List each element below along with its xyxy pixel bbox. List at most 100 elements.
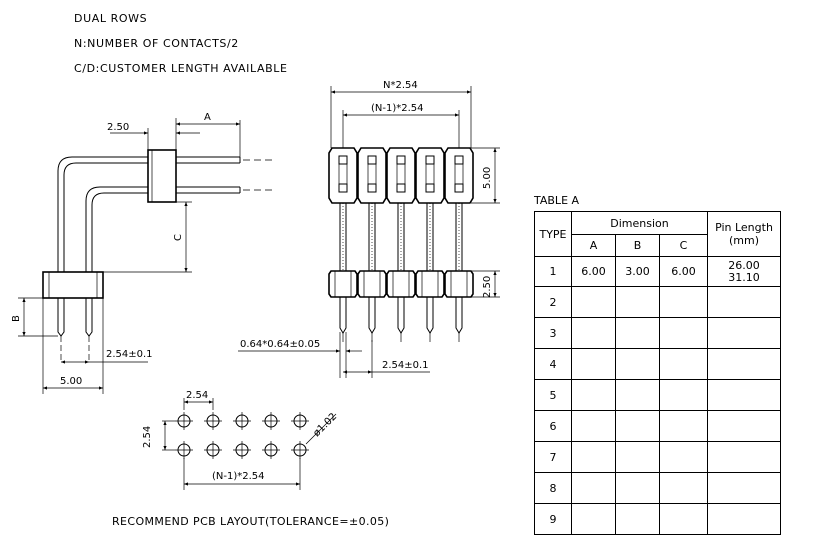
side-dim-b: B [11,315,22,322]
header-pin-length-label: Pin Length [715,221,773,234]
front-dim-500: 5.00 [482,167,493,189]
cell-b [615,348,660,380]
front-pin-square [425,155,435,165]
front-pin-square [396,155,406,165]
front-upper-cell [415,147,445,204]
cell-b [615,503,660,535]
note-number-of-contacts: N:NUMBER OF CONTACTS/2 [74,37,239,50]
side-view: 2.50 A C B 2.54±0.1 5.00 [11,112,275,394]
table-row: 6 [534,410,781,442]
pcb-dim-hole: ø1.02 [311,411,339,439]
table-row: 8 [534,472,781,504]
cell-a [571,317,616,349]
pcb-dim-h: 2.54 [186,390,208,401]
header-dimension: Dimension [571,211,708,235]
cell-pin-length [707,410,781,442]
side-dim-250: 2.50 [107,122,129,133]
cell-c [659,410,708,442]
cell-type: 6 [534,410,572,442]
cell-c: 6.00 [659,256,708,287]
front-upper-cell [386,147,416,204]
cell-type: 2 [534,286,572,318]
cell-b [615,410,660,442]
cell-type: 4 [534,348,572,380]
cell-a: 6.00 [571,256,616,287]
header-pin-length: Pin Length (mm) [707,211,781,257]
front-pin-square [454,155,464,165]
pin-length-value-1: 26.00 [728,258,760,272]
cell-pin-length [707,317,781,349]
cell-b [615,472,660,504]
front-lower-cell [357,270,387,298]
note-customer-length: C/D:CUSTOMER LENGTH AVAILABLE [74,62,288,75]
cell-c [659,441,708,473]
side-dim-a: A [204,112,211,123]
table-row: 3 [534,317,781,349]
cell-b [615,441,660,473]
cell-c [659,317,708,349]
front-pin-square [338,183,348,193]
front-upper-cell [357,147,387,204]
cell-type: 7 [534,441,572,473]
front-dim-n: N*2.54 [383,80,418,91]
pcb-dim-n1: (N-1)*2.54 [212,471,265,482]
cell-a [571,348,616,380]
table-row: 5 [534,379,781,411]
cell-b [615,286,660,318]
cell-type: 9 [534,503,572,535]
cell-a [571,410,616,442]
header-b: B [615,234,660,257]
cell-b [615,317,660,349]
front-pin-square [396,183,406,193]
cell-type: 3 [534,317,572,349]
table-row: 9 [534,503,781,535]
cell-pin-length [707,348,781,380]
cell-b [615,379,660,411]
cell-c [659,503,708,535]
side-dim-500: 5.00 [60,376,82,387]
cell-pin-length [707,441,781,473]
front-lower-cell [386,270,416,298]
front-lower-cell [444,270,474,298]
header-a: A [571,234,616,257]
cell-a [571,379,616,411]
front-pin-square [425,183,435,193]
front-upper-cell [328,147,358,204]
front-view: N*2.54 (N-1)*2.54 5.00 2.50 0.64*0.64±0.… [238,80,500,378]
front-dim-250: 2.50 [482,276,493,298]
pcb-layout-caption: RECOMMEND PCB LAYOUT(TOLERANCE=±0.05) [112,515,390,528]
header-pin-length-unit: (mm) [728,234,759,247]
cell-a [571,441,616,473]
front-pin-square [454,183,464,193]
table-row: 4 [534,348,781,380]
front-dim-n1: (N-1)*2.54 [371,103,424,114]
side-dim-pitch: 2.54±0.1 [106,349,153,360]
side-dim-c: C [173,234,184,241]
side-lower-housing [42,271,104,299]
table-caption: TABLE A [534,194,580,207]
cell-a [571,503,616,535]
cell-a [571,472,616,504]
table-row: 2 [534,286,781,318]
side-upper-housing [147,149,177,203]
cell-type: 5 [534,379,572,411]
cell-pin-length [707,472,781,504]
note-dual-rows: DUAL ROWS [74,12,148,25]
header-type: TYPE [534,211,572,257]
pcb-dim-v: 2.54 [142,426,153,448]
cell-a [571,286,616,318]
front-dim-pin: 0.64*0.64±0.05 [240,339,320,350]
cell-pin-length [707,286,781,318]
cell-c [659,472,708,504]
cell-c [659,379,708,411]
cell-b: 3.00 [615,256,660,287]
front-pin-square [367,183,377,193]
front-pin-square [338,155,348,165]
table-row: 7 [534,441,781,473]
header-c: C [659,234,708,257]
